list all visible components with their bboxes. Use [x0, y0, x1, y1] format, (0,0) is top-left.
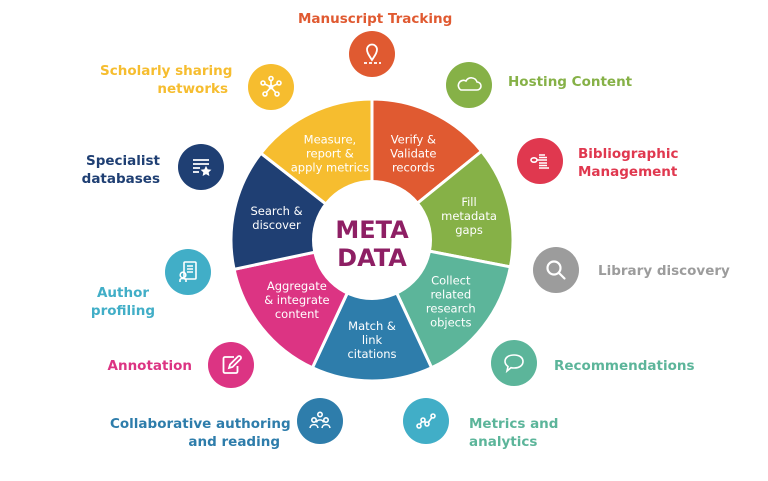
scholarly-networks-node [248, 64, 294, 110]
author-profiling-node [165, 249, 211, 295]
library-discovery-label: Library discovery [598, 263, 730, 279]
hosting-content-label: Hosting Content [508, 74, 633, 90]
bibliography-icon [530, 154, 549, 169]
recommendations-node [491, 340, 537, 386]
segment-label-line: Match & [348, 319, 396, 333]
segment-label-line: Aggregate [267, 279, 327, 293]
metrics-analytics-node [403, 398, 449, 444]
segment-label-line: Validate [390, 146, 436, 160]
manuscript-tracking-label: Manuscript Tracking [298, 11, 453, 27]
segment-label-line: Fill [461, 195, 476, 209]
library-discovery-node [533, 247, 579, 293]
segment-label-line: & integrate [264, 293, 329, 307]
collaborative-authoring-node [297, 398, 343, 444]
specialist-databases-node [178, 144, 224, 190]
network-icon [260, 75, 282, 97]
bibliographic-management-node [517, 138, 563, 184]
scholarly-networks-label: Scholarly sharing networks [100, 63, 233, 97]
bibliographic-management-label: Bibliographic Management [578, 146, 679, 180]
center-title-line1: META [335, 216, 409, 244]
hosting-content-node [446, 62, 492, 108]
segment-label-line: research [426, 302, 476, 316]
map-pin-icon [364, 43, 381, 64]
author-profiling-label: Author profiling [90, 285, 156, 319]
segment-label-line: Verify & [391, 132, 436, 146]
segment-label-line: Measure, [304, 133, 357, 147]
segment-label-line: Collect [431, 274, 471, 288]
line-graph-icon [416, 413, 436, 429]
segment-label-line: report & [306, 147, 354, 161]
segment-label-line: records [392, 160, 435, 174]
segment-label-line: citations [347, 347, 396, 361]
segment-label-line: metadata [441, 209, 497, 223]
speech-bubble-icon [504, 354, 524, 374]
center-circle [312, 180, 432, 300]
segment-label-measure: Measure,report &apply metrics [291, 133, 369, 175]
people-group-icon [309, 411, 331, 429]
segment-label-line: related [430, 288, 471, 302]
segment-label-line: content [275, 307, 320, 321]
profile-doc-icon [179, 261, 197, 282]
manuscript-tracking-node [349, 31, 395, 77]
segment-label-line: link [362, 333, 383, 347]
segment-label-line: Search & [250, 204, 302, 218]
segment-label-line: gaps [455, 223, 483, 237]
segment-label-line: discover [252, 218, 301, 232]
collaborative-authoring-label: Collaborative authoring and reading [110, 416, 291, 450]
cloud-icon [457, 77, 482, 91]
segment-label-line: objects [430, 316, 471, 330]
recommendations-label: Recommendations [554, 358, 695, 374]
segment-label-search: Search &discover [250, 204, 302, 232]
segment-label-line: apply metrics [291, 161, 369, 175]
center-title-line2: DATA [337, 244, 407, 272]
metrics-analytics-label: Metrics and analytics [469, 416, 559, 450]
specialist-databases-label: Specialist databases [81, 153, 160, 187]
search-icon [546, 260, 566, 280]
edit-note-icon [222, 355, 242, 374]
database-star-icon [193, 159, 212, 177]
annotation-label: Annotation [107, 358, 192, 374]
annotation-node [208, 342, 254, 388]
